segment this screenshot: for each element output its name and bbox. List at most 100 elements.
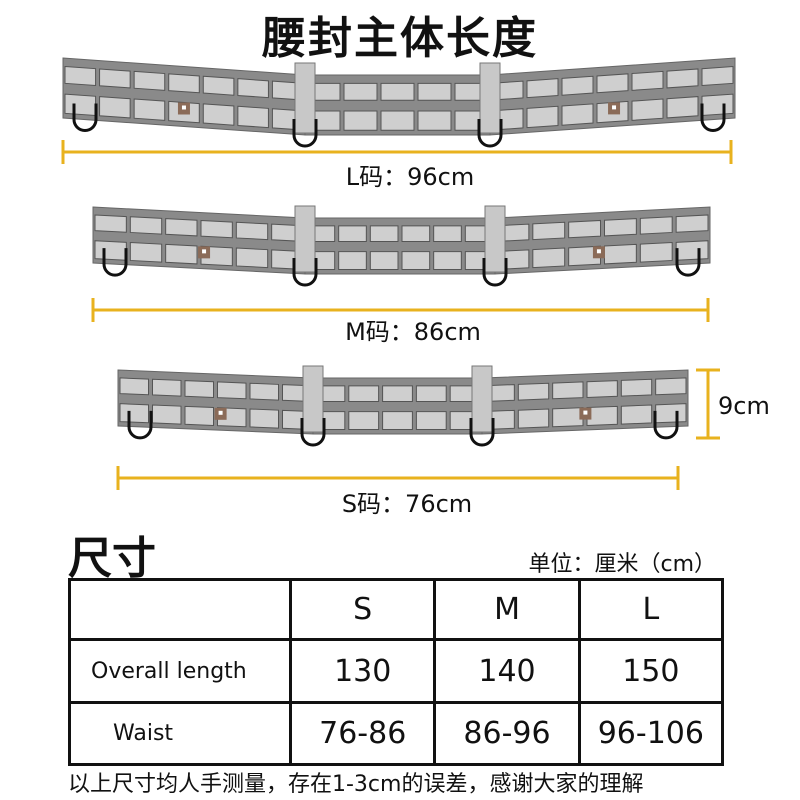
belt-strap: [302, 365, 324, 433]
table-cell: 76-86: [289, 701, 437, 766]
belt-cell: [675, 214, 709, 233]
buckle-hole: [202, 249, 207, 254]
header-cell: M: [433, 578, 581, 641]
belt-cell: [235, 247, 269, 269]
header-cell: L: [577, 578, 725, 641]
header-cell: S: [289, 578, 437, 641]
belt-cell: [382, 385, 413, 403]
d-ring-icon: [292, 258, 318, 287]
belt-cell: [99, 68, 131, 89]
belt-cell: [237, 105, 269, 129]
belt-cell: [119, 377, 149, 396]
page-title: 腰封主体长度: [262, 13, 538, 64]
belt-cell: [249, 382, 279, 401]
belt-cell: [64, 66, 97, 87]
belt-cell: [168, 73, 200, 94]
belt-cell: [99, 96, 131, 119]
belt-cell: [620, 404, 653, 425]
belt-cell: [343, 110, 378, 131]
belt-cell: [165, 218, 198, 237]
belt-cell: [417, 82, 452, 101]
belt-cell: [369, 225, 399, 243]
row-label: Overall length: [67, 638, 293, 704]
belt-cell: [433, 251, 462, 271]
belt-cell: [94, 214, 127, 233]
belt-cell: [165, 243, 198, 265]
belt-cell: [631, 70, 664, 91]
belt-cell: [338, 251, 367, 271]
table-header-row: S M L: [67, 578, 725, 641]
buckle-hole: [612, 105, 617, 110]
belt-cell: [415, 385, 447, 403]
belt-cell: [604, 243, 637, 265]
height-label: 9cm: [718, 392, 770, 420]
table-cell: 130: [289, 638, 437, 704]
belt-cell: [184, 405, 214, 426]
size-heading: 尺寸: [68, 533, 156, 584]
belt-cell: [561, 103, 594, 126]
belt-cell: [517, 382, 550, 401]
length-label-s: S码：76cm: [341, 490, 473, 518]
belt-cell: [596, 73, 629, 94]
belt-cell: [202, 103, 235, 126]
belt-cell: [701, 93, 734, 117]
belt-cell: [119, 403, 149, 424]
belt-strap: [294, 62, 316, 134]
measurement-note: 以上尺寸均人手测量，存在1-3cm的误差，感谢大家的理解: [68, 772, 644, 797]
belt-cell: [380, 82, 415, 101]
d-ring-icon: [300, 418, 326, 447]
belt-cell: [235, 221, 269, 241]
table-cell: 140: [433, 638, 581, 704]
belt-cell: [380, 110, 415, 131]
belt-cell: [433, 225, 462, 243]
belt-cell: [561, 75, 594, 96]
unit-label: 单位：厘米（cm）: [528, 552, 716, 577]
belt-strap: [471, 365, 493, 433]
table-cell: 150: [577, 638, 725, 704]
belt-cell: [133, 70, 166, 91]
belt-cell: [348, 411, 380, 431]
belt-cell: [639, 216, 673, 235]
d-ring-icon: [292, 119, 318, 148]
belt-m: [92, 205, 711, 287]
belt-cell: [666, 68, 699, 89]
belt-cell: [655, 403, 687, 424]
belt-cell: [401, 251, 431, 271]
d-ring-icon: [102, 248, 128, 277]
belt-cell: [552, 407, 584, 428]
belt-cell: [666, 96, 699, 119]
belt-strap: [479, 62, 501, 134]
d-ring-icon: [653, 410, 679, 440]
belt-cell: [200, 219, 233, 239]
belt-cell: [655, 377, 687, 396]
buckle-hole: [583, 410, 588, 415]
belt-cell: [586, 380, 618, 398]
belt-cell: [532, 221, 566, 241]
belt-cell: [338, 225, 367, 243]
belt-cell: [152, 404, 182, 425]
belt-cell: [417, 110, 452, 131]
d-ring-icon: [477, 119, 503, 148]
belt-cell: [369, 251, 399, 271]
d-ring-icon: [127, 410, 153, 440]
belt-cell: [401, 225, 431, 243]
table-cell: 96-106: [577, 701, 725, 766]
belt-cell: [129, 216, 163, 235]
belt-strap: [294, 205, 316, 273]
belt-cell: [517, 408, 550, 429]
belt-cell: [552, 381, 584, 400]
belt-cell: [133, 98, 166, 121]
d-ring-icon: [675, 248, 701, 277]
belt-cell: [237, 78, 269, 99]
table-row: Waist 76-86 86-96 96-106: [67, 701, 725, 766]
buckle-hole: [181, 105, 186, 110]
table-cell: 86-96: [433, 701, 581, 766]
d-ring-icon: [482, 258, 508, 287]
belt-cell: [64, 93, 97, 117]
d-ring-icon: [72, 103, 98, 132]
table-row: Overall length 130 140 150: [67, 638, 725, 704]
belt-strap: [484, 205, 506, 273]
belt-cell: [202, 75, 235, 96]
size-table: S M L Overall length 130 140 150 Waist 7…: [67, 578, 725, 766]
